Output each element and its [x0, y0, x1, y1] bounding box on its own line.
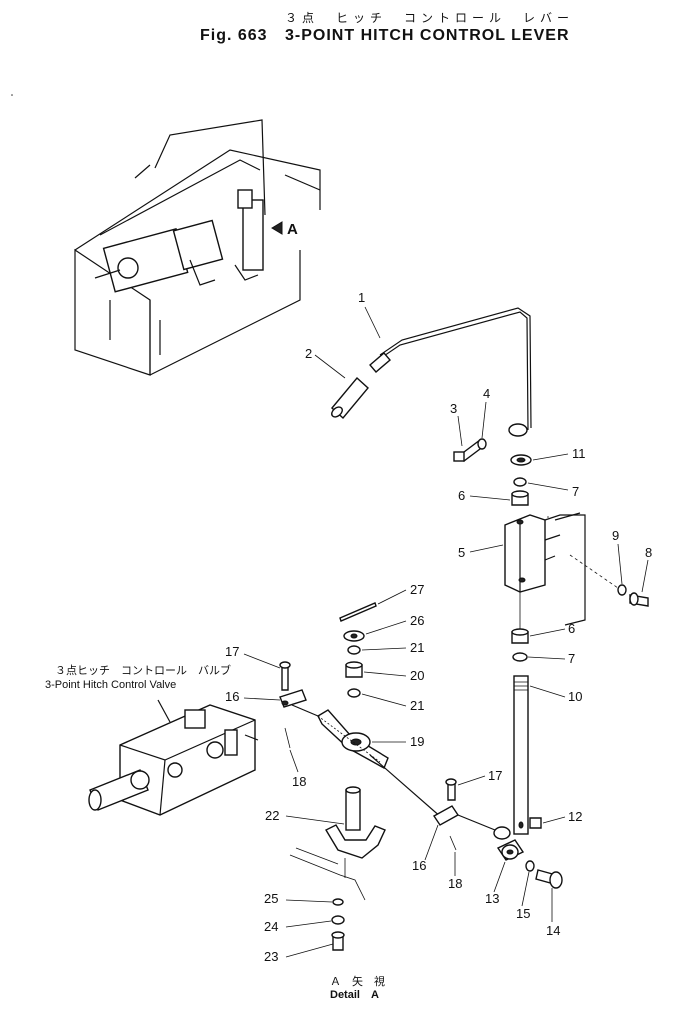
- bracket-5: [504, 512, 586, 626]
- title-english: 3-POINT HITCH CONTROL LEVER: [285, 27, 570, 44]
- callout-23: 23: [264, 949, 278, 964]
- callout-14: 14: [546, 923, 560, 938]
- cotter-pin-27: [339, 602, 377, 622]
- callout-21-lower: 21: [410, 698, 424, 713]
- callout-17: 17: [225, 644, 239, 659]
- washer-9: [617, 584, 627, 596]
- callout-22: 22: [265, 808, 279, 823]
- shaft-10: [513, 675, 529, 835]
- o-ring-7-lower: [512, 652, 528, 662]
- valve-leader-line: [157, 699, 171, 723]
- callout-8: 8: [645, 545, 652, 560]
- callout-9: 9: [612, 528, 619, 543]
- arm-13: [493, 826, 525, 861]
- pin-17-left: [281, 664, 289, 691]
- o-ring-21-lower: [347, 688, 361, 698]
- lever-assembly: [331, 307, 532, 437]
- bracket-22: [325, 786, 386, 878]
- callout-13: 13: [485, 891, 499, 906]
- callout-6-lower: 6: [568, 621, 575, 636]
- callout-7: 7: [572, 484, 579, 499]
- lockwasher-24: [331, 915, 345, 925]
- title-japanese: ３点 ヒッチ コントロール レバー: [285, 11, 574, 25]
- pin-12: [529, 817, 542, 829]
- callout-6: 6: [458, 488, 465, 503]
- detail-label-en: Detail A: [330, 989, 379, 1001]
- control-valve: [88, 704, 259, 816]
- callout-20: 20: [410, 668, 424, 683]
- valve-label-en: 3-Point Hitch Control Valve: [45, 679, 176, 691]
- o-ring-21: [347, 645, 361, 655]
- callout-4: 4: [483, 386, 490, 401]
- callout-5: 5: [458, 545, 465, 560]
- callout-16: 16: [225, 689, 239, 704]
- callout-7-lower: 7: [568, 651, 575, 666]
- valve-label-jp: ３点ヒッチ コントロール バルブ: [55, 663, 231, 677]
- callout-3: 3: [450, 401, 457, 416]
- mount-plate-lines: [289, 854, 366, 901]
- callout-25: 25: [264, 891, 278, 906]
- view-marker-label: A: [287, 221, 298, 238]
- callout-18-right: 18: [448, 876, 462, 891]
- detail-label-jp: Ａ 矢 視: [330, 974, 385, 988]
- callout-21: 21: [410, 640, 424, 655]
- figure-number: Fig. 663: [200, 27, 268, 44]
- callout-10: 10: [568, 689, 582, 704]
- bell-crank-19: [317, 709, 389, 769]
- callout-1: 1: [358, 290, 365, 305]
- callout-27: 27: [410, 582, 424, 597]
- clevis-16-right: [432, 805, 460, 826]
- callout-15: 15: [516, 906, 530, 921]
- cotter-18-right: [449, 835, 457, 851]
- callout-18: 18: [292, 774, 306, 789]
- callout-11: 11: [572, 446, 586, 461]
- callouts: 1 2 3 4 11 7 6 5 9 8 6 7 10 12 27 26 21 …: [225, 290, 652, 964]
- callout-2: 2: [305, 346, 312, 361]
- washer-25: [332, 898, 344, 906]
- view-arrow-icon: [271, 221, 283, 235]
- callout-12: 12: [568, 809, 582, 824]
- cotter-18-left: [284, 727, 291, 749]
- washer-15: [525, 860, 535, 872]
- callout-17-right: 17: [488, 768, 502, 783]
- o-ring-7: [513, 477, 527, 487]
- washer-11-hole: [516, 457, 526, 463]
- callout-19: 19: [410, 734, 424, 749]
- bolt-and-washer: [453, 438, 487, 463]
- overview-illustration: A: [74, 119, 321, 376]
- callout-26: 26: [410, 613, 424, 628]
- callout-24: 24: [264, 919, 278, 934]
- callout-16-right: 16: [412, 858, 426, 873]
